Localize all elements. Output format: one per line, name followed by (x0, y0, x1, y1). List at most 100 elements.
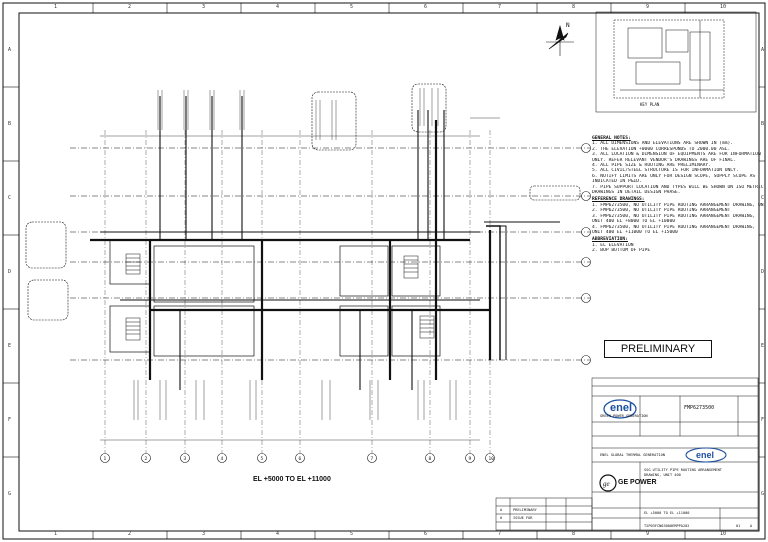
border-row-label: E (8, 343, 12, 349)
reference-title: REFERENCE DRAWINGS: (592, 197, 645, 203)
border-column-label: 2 (128, 531, 132, 537)
border-column-label: 6 (424, 531, 428, 537)
grid-bubble-label: 4 (221, 456, 224, 462)
general-note-7: 6. NOTIFY LIMITS ARE ONLY FOR DESIGN SCO… (592, 173, 756, 179)
doc-number: T2P03FCN03000EMPPA202 (644, 524, 690, 528)
border-row-label: E (761, 343, 765, 349)
grid-bubble (217, 453, 227, 463)
title-line-2: DRAWING, UNIT 400 (644, 473, 681, 477)
border-column-label: 10 (720, 531, 727, 537)
enel-sub: GREEN POWER GENERATION (600, 414, 648, 418)
border-row-label: C (8, 195, 12, 201)
reference-note-3: 3. FMP6273500, NO UTILITY PIPE ROUTING A… (592, 213, 756, 219)
grid-bubble (581, 257, 591, 267)
general-note-3: 3. ALL LOCATION & DIMENSION OF EQUIPMENT… (592, 152, 761, 158)
grid-bubble (581, 143, 591, 153)
sheet-number: 01 (736, 524, 741, 528)
border-column-label: 9 (646, 4, 650, 10)
general-note-6: 5. ALL CIVIL/STEEL STRUCTURE IS FOR INFO… (592, 168, 739, 174)
general-notes-list: 1. ALL DIMENSIONS AND ELEVATIONS ARE SHO… (592, 141, 764, 195)
border-column-label: 9 (646, 531, 650, 537)
revision-code: A (750, 524, 753, 528)
border-column-label: 5 (350, 531, 354, 537)
enel-brand: enel (610, 402, 633, 414)
border-column-label: 4 (276, 4, 280, 10)
border-row-label: B (8, 121, 12, 127)
grid-bubble (257, 453, 267, 463)
general-note-2: 2. THE ELEVATION +0000 CORRESPONDS TO 20… (592, 146, 731, 152)
reference-note-4: UNIT 400 EL +8000 TO EL +10000 (592, 219, 675, 225)
grid-bubble (485, 453, 495, 463)
abbreviation-note-1: 1. EL ELEVATION (592, 242, 634, 248)
reference-note-6: UNIT 400 EL +11000 TO EL +15000 (592, 229, 678, 235)
grid-bubble (295, 453, 305, 463)
border-row-label: G (8, 491, 12, 497)
piping-plan (25, 83, 590, 441)
border-row-label: C (761, 195, 765, 201)
border-column-label: 7 (498, 4, 502, 10)
border-column-label: 7 (498, 531, 502, 537)
border-column-label: 1 (54, 4, 58, 10)
general-note-4: ONLY. REFER RELEVANT VENDOR'S DRAWINGS A… (592, 157, 736, 163)
border-row-label: A (761, 47, 765, 53)
contractor-name: GE POWER (618, 479, 657, 486)
general-notes-title: GENERAL NOTES: (592, 136, 631, 141)
grid-bubble (180, 453, 190, 463)
reference-note-2: 2. FMP6273500, NO UTILITY PIPE ROUTING A… (592, 208, 731, 214)
reference-list: 1. FMP6273500, NO UTILITY PIPE ROUTING A… (592, 203, 764, 235)
reference-note-1: 1. FMP6273500, NO UTILITY PIPE ROUTING A… (592, 202, 764, 208)
grid-bubble (141, 453, 151, 463)
ge-logo-icon: ge (599, 474, 617, 492)
title-block (495, 377, 759, 531)
grid-bubble (465, 453, 475, 463)
border-column-label: 1 (54, 531, 58, 537)
grid-bubble (100, 453, 110, 463)
owner-line: ENEL GLOBAL THERMAL GENERATION (600, 453, 665, 457)
grid-bubble-label: 5 (261, 456, 264, 462)
border-row-label: F (761, 417, 765, 423)
grid-bubble-label: 2 (145, 456, 148, 462)
doc-no-short: FMP6273500 (684, 405, 715, 411)
general-note-9: 7. PIPE SUPPORT LOCATION AND TYPES WILL … (592, 184, 764, 190)
grid-bubble-label: 8 (429, 456, 432, 462)
grid-bubble-label: 7 (371, 456, 374, 462)
grid-bubble (367, 453, 377, 463)
rev-row-1-desc: PRELIMINARY (513, 508, 537, 512)
general-note-5: 4. ALL PIPE SIZE & ROUTING ARE PRELIMINA… (592, 163, 711, 169)
border-column-label: 4 (276, 531, 280, 537)
border-column-label: 6 (424, 4, 428, 10)
border-row-label: F (8, 417, 12, 423)
border-row-label: G (761, 491, 765, 497)
border-column-label: 5 (350, 4, 354, 10)
grid-bubble (581, 191, 591, 201)
svg-text:ge: ge (603, 480, 610, 488)
grid-bubble-label: 10 (489, 456, 495, 462)
grid-bubble-label: 6 (299, 456, 302, 462)
general-notes: GENERAL NOTES: 1. ALL DIMENSIONS AND ELE… (592, 134, 764, 254)
border-row-label: B (761, 121, 765, 127)
enel-logo-icon (603, 399, 727, 463)
elevation-range-label: EL +5000 TO EL +11000 (253, 476, 331, 483)
abbreviation-note-2: 2. BOP BOTTOM OF PIPE (592, 248, 651, 254)
rev-row-2-code: 0 (500, 516, 503, 520)
general-note-8: INDICATED IN P&ID. (592, 179, 642, 185)
grid-bubble-label: 9 (469, 456, 472, 462)
border-row-label: D (8, 269, 12, 275)
grid-bubble (425, 453, 435, 463)
reference-note-5: 4. FMP6273500, NO UTILITY PIPE ROUTING A… (592, 224, 756, 230)
rev-row-2-desc: ISSUE FOR (513, 516, 533, 520)
border-column-label: 2 (128, 4, 132, 10)
general-note-10: DRAWINGS IN DETAIL DESIGN PHASE. (592, 190, 681, 196)
north-arrow-icon (546, 24, 574, 56)
preliminary-stamp: PRELIMINARY (604, 340, 712, 358)
grid-bubble (581, 227, 591, 237)
key-plan (595, 11, 757, 113)
grid-bubble-label: 3 (184, 456, 187, 462)
key-plan-label: KEY PLAN (640, 102, 660, 107)
grid-bubble (581, 293, 591, 303)
border-column-label: 10 (720, 4, 727, 10)
border-row-label: D (761, 269, 765, 275)
border-column-label: 8 (572, 4, 576, 10)
